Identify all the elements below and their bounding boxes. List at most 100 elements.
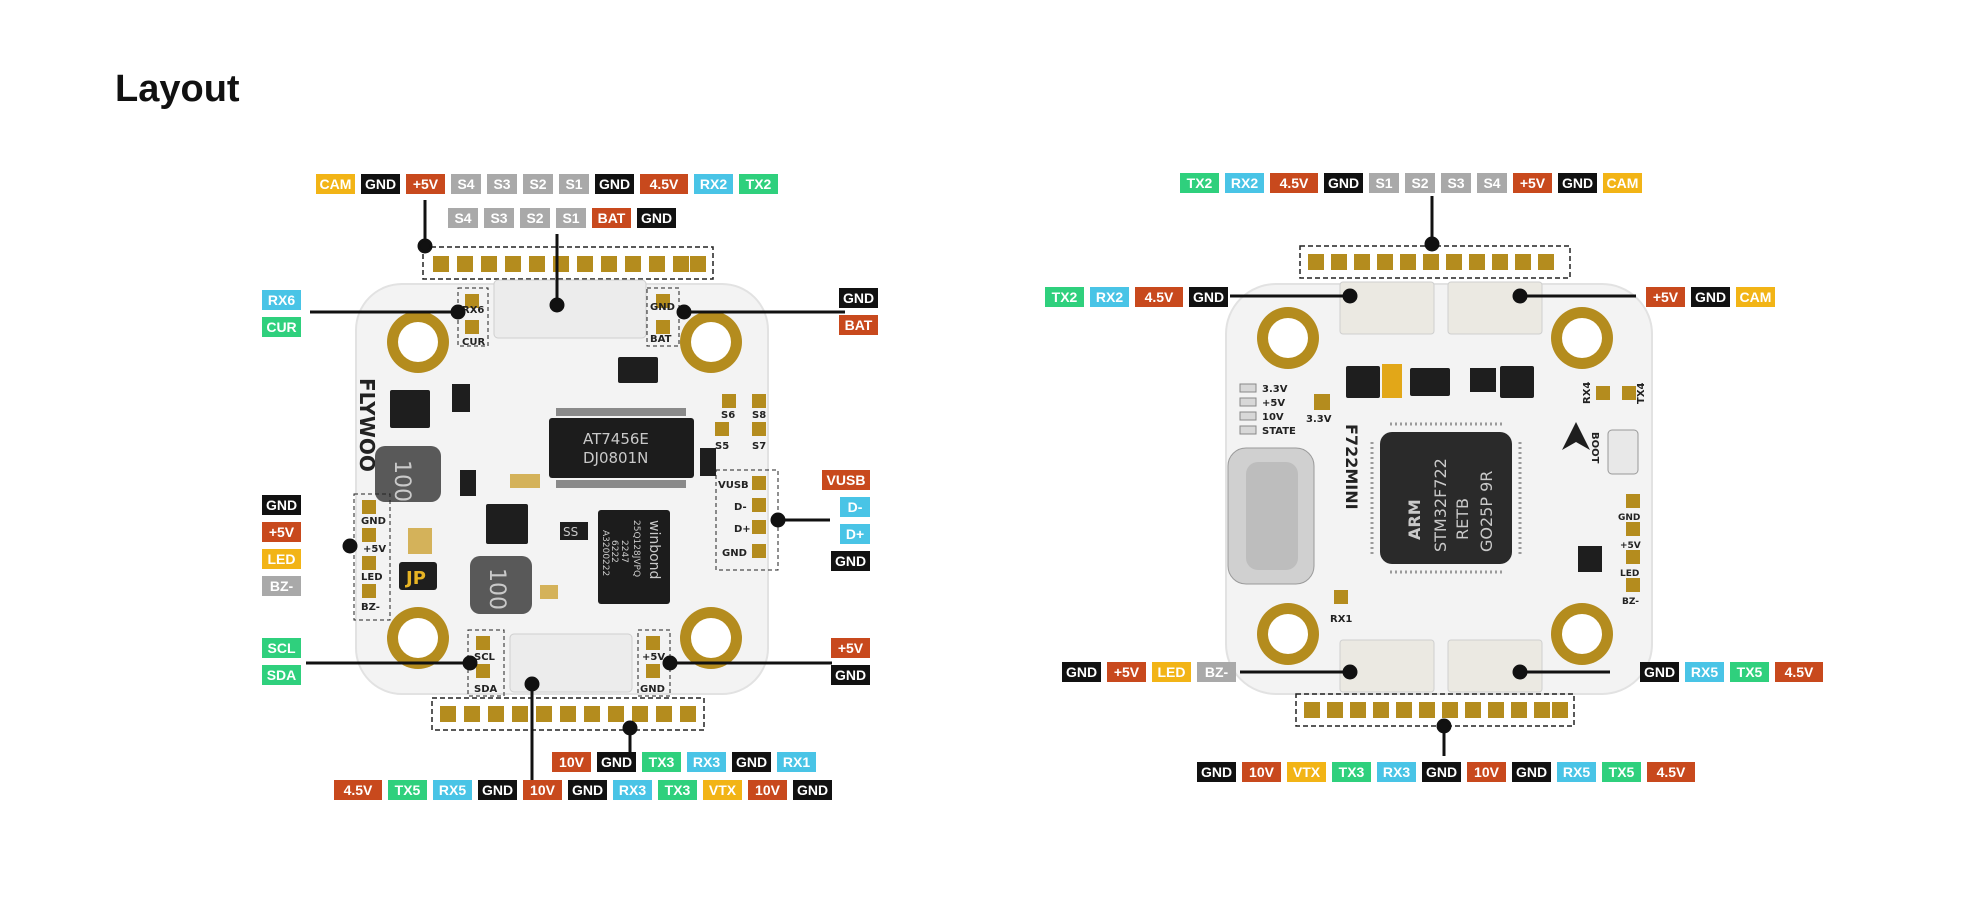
silk-5v-left: +5V xyxy=(363,544,386,555)
pin-label-text: LED xyxy=(268,551,296,567)
connector-bottom-right xyxy=(1447,639,1543,693)
pin-label-s3: S3 xyxy=(484,208,514,228)
pin-label-s1: S1 xyxy=(1369,173,1399,193)
pin-label-text: GND xyxy=(835,667,866,683)
pin-label-45v: 4.5V xyxy=(1135,287,1183,307)
pin-label-bg xyxy=(1107,662,1146,682)
mounting-hole xyxy=(680,607,742,669)
led-label-10v: 10V xyxy=(1262,412,1284,423)
pin-label-bg xyxy=(1441,173,1471,193)
pin-label-bg xyxy=(831,638,870,658)
pin-label-gnd: GND xyxy=(637,208,676,228)
pin-label-text: GND xyxy=(1516,764,1547,780)
mounting-hole xyxy=(1257,307,1319,369)
pin-label-text: S2 xyxy=(1411,175,1428,191)
pin-label-text: +5V xyxy=(1114,664,1140,680)
ss-text: SS xyxy=(563,525,578,539)
pin-label-tx2: TX2 xyxy=(1180,173,1219,193)
pin-label-text: +5V xyxy=(413,176,439,192)
pin-label-rx5: RX5 xyxy=(1685,662,1724,682)
pin-label-bg xyxy=(592,208,631,228)
pin-label-tx3: TX3 xyxy=(658,780,697,800)
pin-label-bg xyxy=(640,174,688,194)
pin-label-bg xyxy=(1602,762,1641,782)
connector-top xyxy=(493,279,647,339)
pin-label-bg xyxy=(637,208,676,228)
component xyxy=(390,390,430,428)
pin-label-text: RX6 xyxy=(268,292,295,308)
pin-label-text: 4.5V xyxy=(1280,175,1309,191)
pin-label-text: GND xyxy=(1644,664,1675,680)
pin-label-bg xyxy=(1467,762,1506,782)
pin-label-text: GND xyxy=(797,782,828,798)
servo-pads-top xyxy=(715,394,766,436)
pad-strip-bottom xyxy=(431,697,705,731)
pin-label-bg xyxy=(1197,662,1236,682)
pin-label-bg xyxy=(739,174,778,194)
capacitor xyxy=(1382,364,1402,398)
pin-label-text: GND xyxy=(572,782,603,798)
pin-label-gnd: GND xyxy=(262,495,301,515)
pin-label-vusb: VUSB xyxy=(822,470,870,490)
pin-label-bg xyxy=(1730,662,1769,682)
pin-label-text: RX3 xyxy=(693,754,720,770)
pin-label-text: VTX xyxy=(709,782,737,798)
pin-label-text: BAT xyxy=(598,210,626,226)
pin-label-bg xyxy=(642,752,681,772)
silk-5v-br: +5V xyxy=(642,652,665,663)
connector-bottom xyxy=(509,633,633,693)
component xyxy=(1500,366,1534,398)
pin-label-tx2: TX2 xyxy=(1045,287,1084,307)
pin-label-text: TX5 xyxy=(1737,664,1763,680)
component xyxy=(486,504,528,544)
arrow-icon xyxy=(1562,422,1590,450)
mounting-hole xyxy=(1551,603,1613,665)
pin-label-bg xyxy=(1135,287,1183,307)
pin-label-text: 4.5V xyxy=(650,176,679,192)
pin-label-bg xyxy=(1513,173,1552,193)
pin-label-bg xyxy=(658,780,697,800)
pin-label-text: TX2 xyxy=(1187,175,1213,191)
pin-label-bg xyxy=(831,551,870,571)
pin-label-text: GND xyxy=(1066,664,1097,680)
pin-label-text: CAM xyxy=(320,176,352,192)
pin-label-text: VUSB xyxy=(827,472,866,488)
pin-label-bg xyxy=(1270,173,1318,193)
pin-label-bg xyxy=(262,522,301,542)
pin-label-d: D- xyxy=(840,497,870,517)
pin-label-gnd: GND xyxy=(597,752,636,772)
pin-label-text: RX2 xyxy=(1096,289,1123,305)
osd-chip-text-2: DJ0801N xyxy=(583,449,648,467)
mcu-text-4: GO25P 9R xyxy=(1477,471,1496,552)
connector-top-right xyxy=(1447,281,1543,335)
pin-label-text: GND xyxy=(601,754,632,770)
pin-label-bg xyxy=(1377,762,1416,782)
pin-label-text: CAM xyxy=(1740,289,1772,305)
pin-label-45v: 4.5V xyxy=(1775,662,1823,682)
pin-label-text: CUR xyxy=(266,319,296,335)
pin-label-text: RX2 xyxy=(700,176,727,192)
pin-label-rx3: RX3 xyxy=(687,752,726,772)
silk-gnd-top: GND xyxy=(650,302,675,313)
pin-label-bg xyxy=(1369,173,1399,193)
pin-label-text: 10V xyxy=(1474,764,1500,780)
silk-dminus: D- xyxy=(734,502,747,513)
silk-led: LED xyxy=(361,572,383,583)
pin-label-bz: BZ- xyxy=(262,576,301,596)
pin-label-text: GND xyxy=(1426,764,1457,780)
boot-button xyxy=(1607,429,1639,475)
pin-label-text: TX3 xyxy=(665,782,691,798)
pin-label-bg xyxy=(1332,762,1371,782)
pad-row-bottom xyxy=(440,706,696,722)
pin-label-s4: S4 xyxy=(451,174,481,194)
pin-label-gnd: GND xyxy=(831,551,870,571)
pin-label-bg xyxy=(1640,662,1679,682)
pin-label-5v: +5V xyxy=(831,638,870,658)
pin-label-text: CAM xyxy=(1607,175,1639,191)
pin-label-bg xyxy=(1045,287,1084,307)
pin-label-bg xyxy=(478,780,517,800)
status-leds xyxy=(1239,383,1257,435)
pin-label-text: RX5 xyxy=(1691,664,1718,680)
pin-label-text: GND xyxy=(599,176,630,192)
